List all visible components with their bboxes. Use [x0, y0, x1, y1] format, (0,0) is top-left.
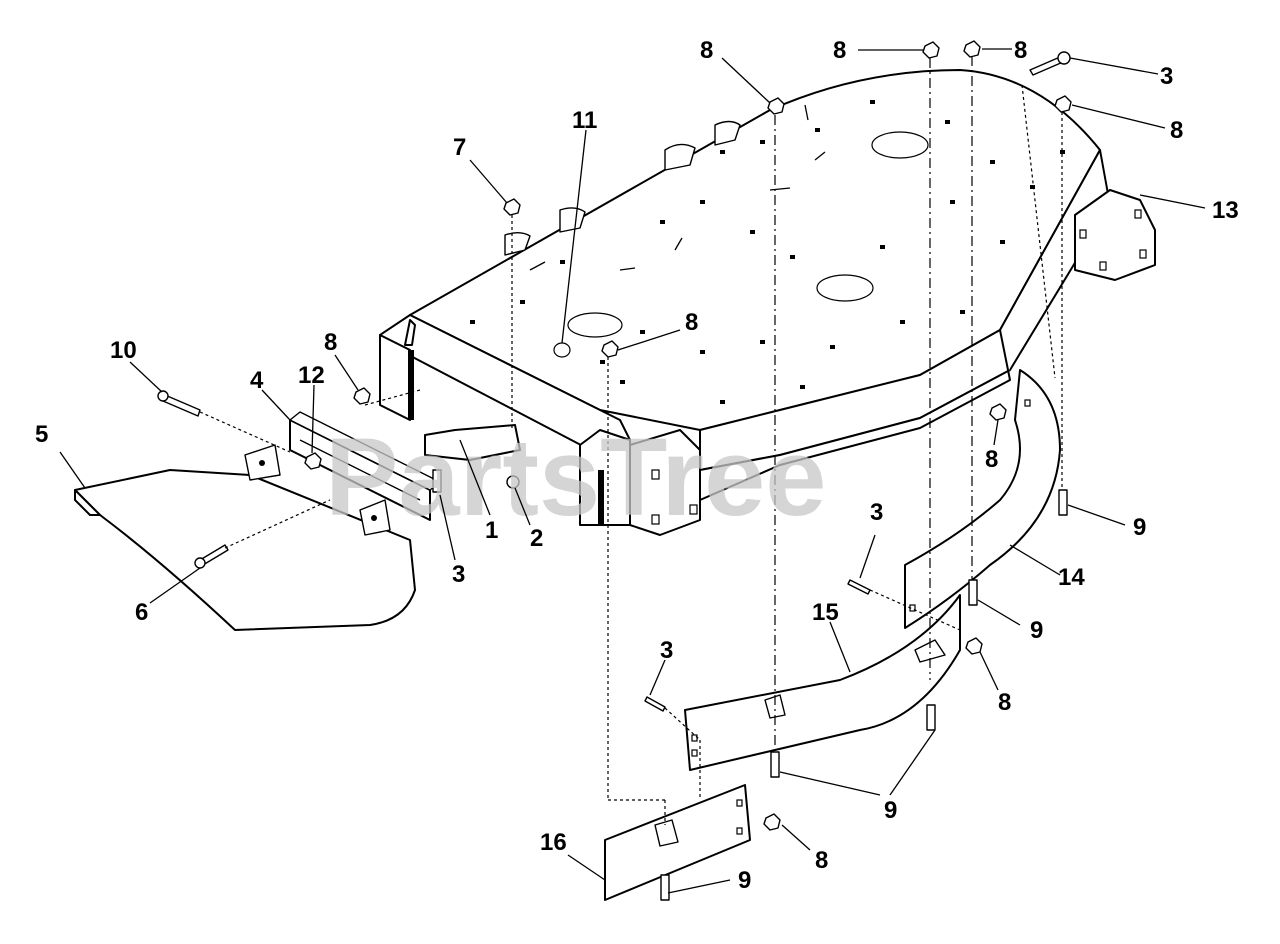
callout-3: 3	[452, 561, 465, 588]
front-rail	[379, 314, 631, 456]
callout-8: 8	[700, 37, 713, 64]
callout-1: 1	[485, 517, 498, 544]
deck-rear-bumpers	[504, 120, 741, 256]
callout-13: 13	[1212, 197, 1239, 224]
callout-14: 14	[1058, 564, 1085, 591]
callout-9: 9	[738, 867, 751, 894]
callout-2: 2	[530, 525, 543, 552]
watermark-text: PartsTree	[325, 416, 826, 539]
hex-nuts	[304, 40, 1072, 831]
bolts	[157, 51, 1071, 901]
callout-10: 10	[110, 337, 137, 364]
callout-6: 6	[135, 599, 148, 626]
callout-8: 8	[833, 37, 846, 64]
callout-9: 9	[884, 797, 897, 824]
part-5-deflector	[74, 444, 416, 631]
callout-3: 3	[1160, 63, 1173, 90]
callout-8: 8	[324, 329, 337, 356]
callout-labels: 8 8 8 3 8 11 7 13 8 8 10 4 12 5 1 2 3 8 …	[35, 37, 1239, 894]
callout-7: 7	[453, 134, 466, 161]
callout-8: 8	[1014, 37, 1027, 64]
part-1-plate	[424, 424, 521, 461]
callout-leaders	[59, 48, 1206, 894]
deck-front-bracket	[579, 429, 701, 536]
callout-3: 3	[870, 499, 883, 526]
callout-8: 8	[685, 309, 698, 336]
callout-3: 3	[660, 637, 673, 664]
callout-9: 9	[1030, 617, 1043, 644]
alignment-lines	[199, 56, 1063, 825]
callout-8: 8	[815, 847, 828, 874]
part-15-shield	[684, 594, 961, 771]
part-13-bracket	[1074, 189, 1156, 281]
callout-4: 4	[250, 367, 264, 394]
callout-8: 8	[1170, 117, 1183, 144]
deck-mounting-holes	[470, 100, 1065, 404]
callout-8: 8	[985, 446, 998, 473]
callout-15: 15	[812, 599, 839, 626]
callout-8: 8	[998, 689, 1011, 716]
callout-12: 12	[298, 362, 325, 389]
callout-11: 11	[572, 107, 597, 134]
part-16-plate	[604, 784, 751, 901]
callout-5: 5	[35, 421, 48, 448]
callout-16: 16	[540, 829, 567, 856]
callout-9: 9	[1133, 514, 1146, 541]
